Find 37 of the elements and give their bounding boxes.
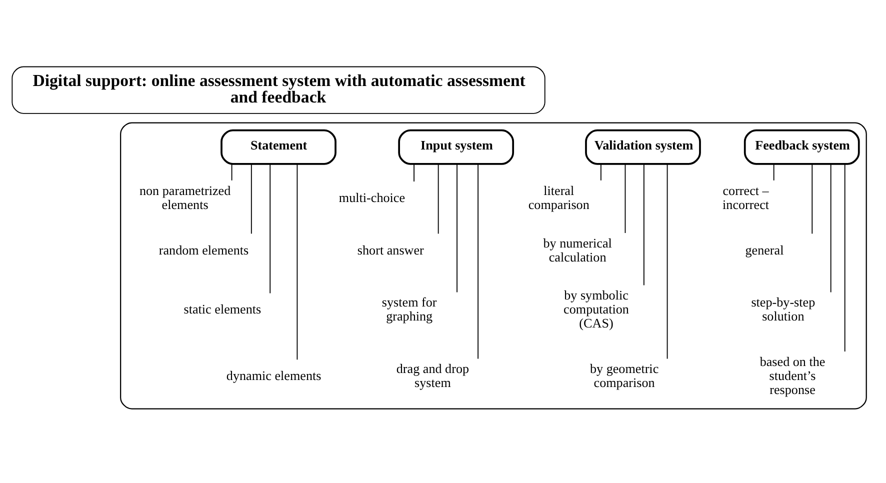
connector xyxy=(773,163,774,181)
node-text: random elements xyxy=(158,242,249,258)
connector xyxy=(270,163,271,294)
connector xyxy=(478,164,479,360)
node-box: Input system xyxy=(398,129,514,165)
cluster xyxy=(120,122,867,410)
connector xyxy=(296,164,298,360)
node-box: Digital support: online assessment system with automatic assessment and feedback xyxy=(12,66,546,114)
node-text: correct – incorrect xyxy=(722,182,770,212)
node-text: general xyxy=(745,242,784,258)
connector xyxy=(456,163,458,293)
node-text: by symbolic computation (CAS) xyxy=(564,288,629,331)
connector xyxy=(666,164,668,360)
node-text: multi-choice xyxy=(338,190,406,205)
connector xyxy=(438,164,439,234)
node-box: Validation system xyxy=(585,129,701,165)
node-text: by numerical calculation xyxy=(543,235,612,264)
connector xyxy=(600,163,602,181)
node-text: based on the student’s response xyxy=(760,354,826,398)
node-text: drag and drop system xyxy=(396,360,470,390)
node-text: short answer xyxy=(357,242,424,258)
connector xyxy=(830,163,832,293)
connector xyxy=(231,163,232,181)
node-text: literal comparison xyxy=(528,182,590,212)
node-text: step-by-step solution xyxy=(751,294,816,324)
connector xyxy=(643,163,644,286)
node-text: static elements xyxy=(184,302,262,317)
connector xyxy=(812,164,813,234)
node-text: by geometric comparison xyxy=(590,360,659,390)
node-box: Statement xyxy=(220,129,336,165)
connector xyxy=(624,164,626,234)
connector xyxy=(250,164,252,234)
node-box: Feedback system xyxy=(744,129,860,165)
node-text: system for graphing xyxy=(382,294,437,324)
connector xyxy=(844,164,846,352)
node-text: non parametrized elements xyxy=(139,182,231,212)
node-text: dynamic elements xyxy=(226,368,322,383)
